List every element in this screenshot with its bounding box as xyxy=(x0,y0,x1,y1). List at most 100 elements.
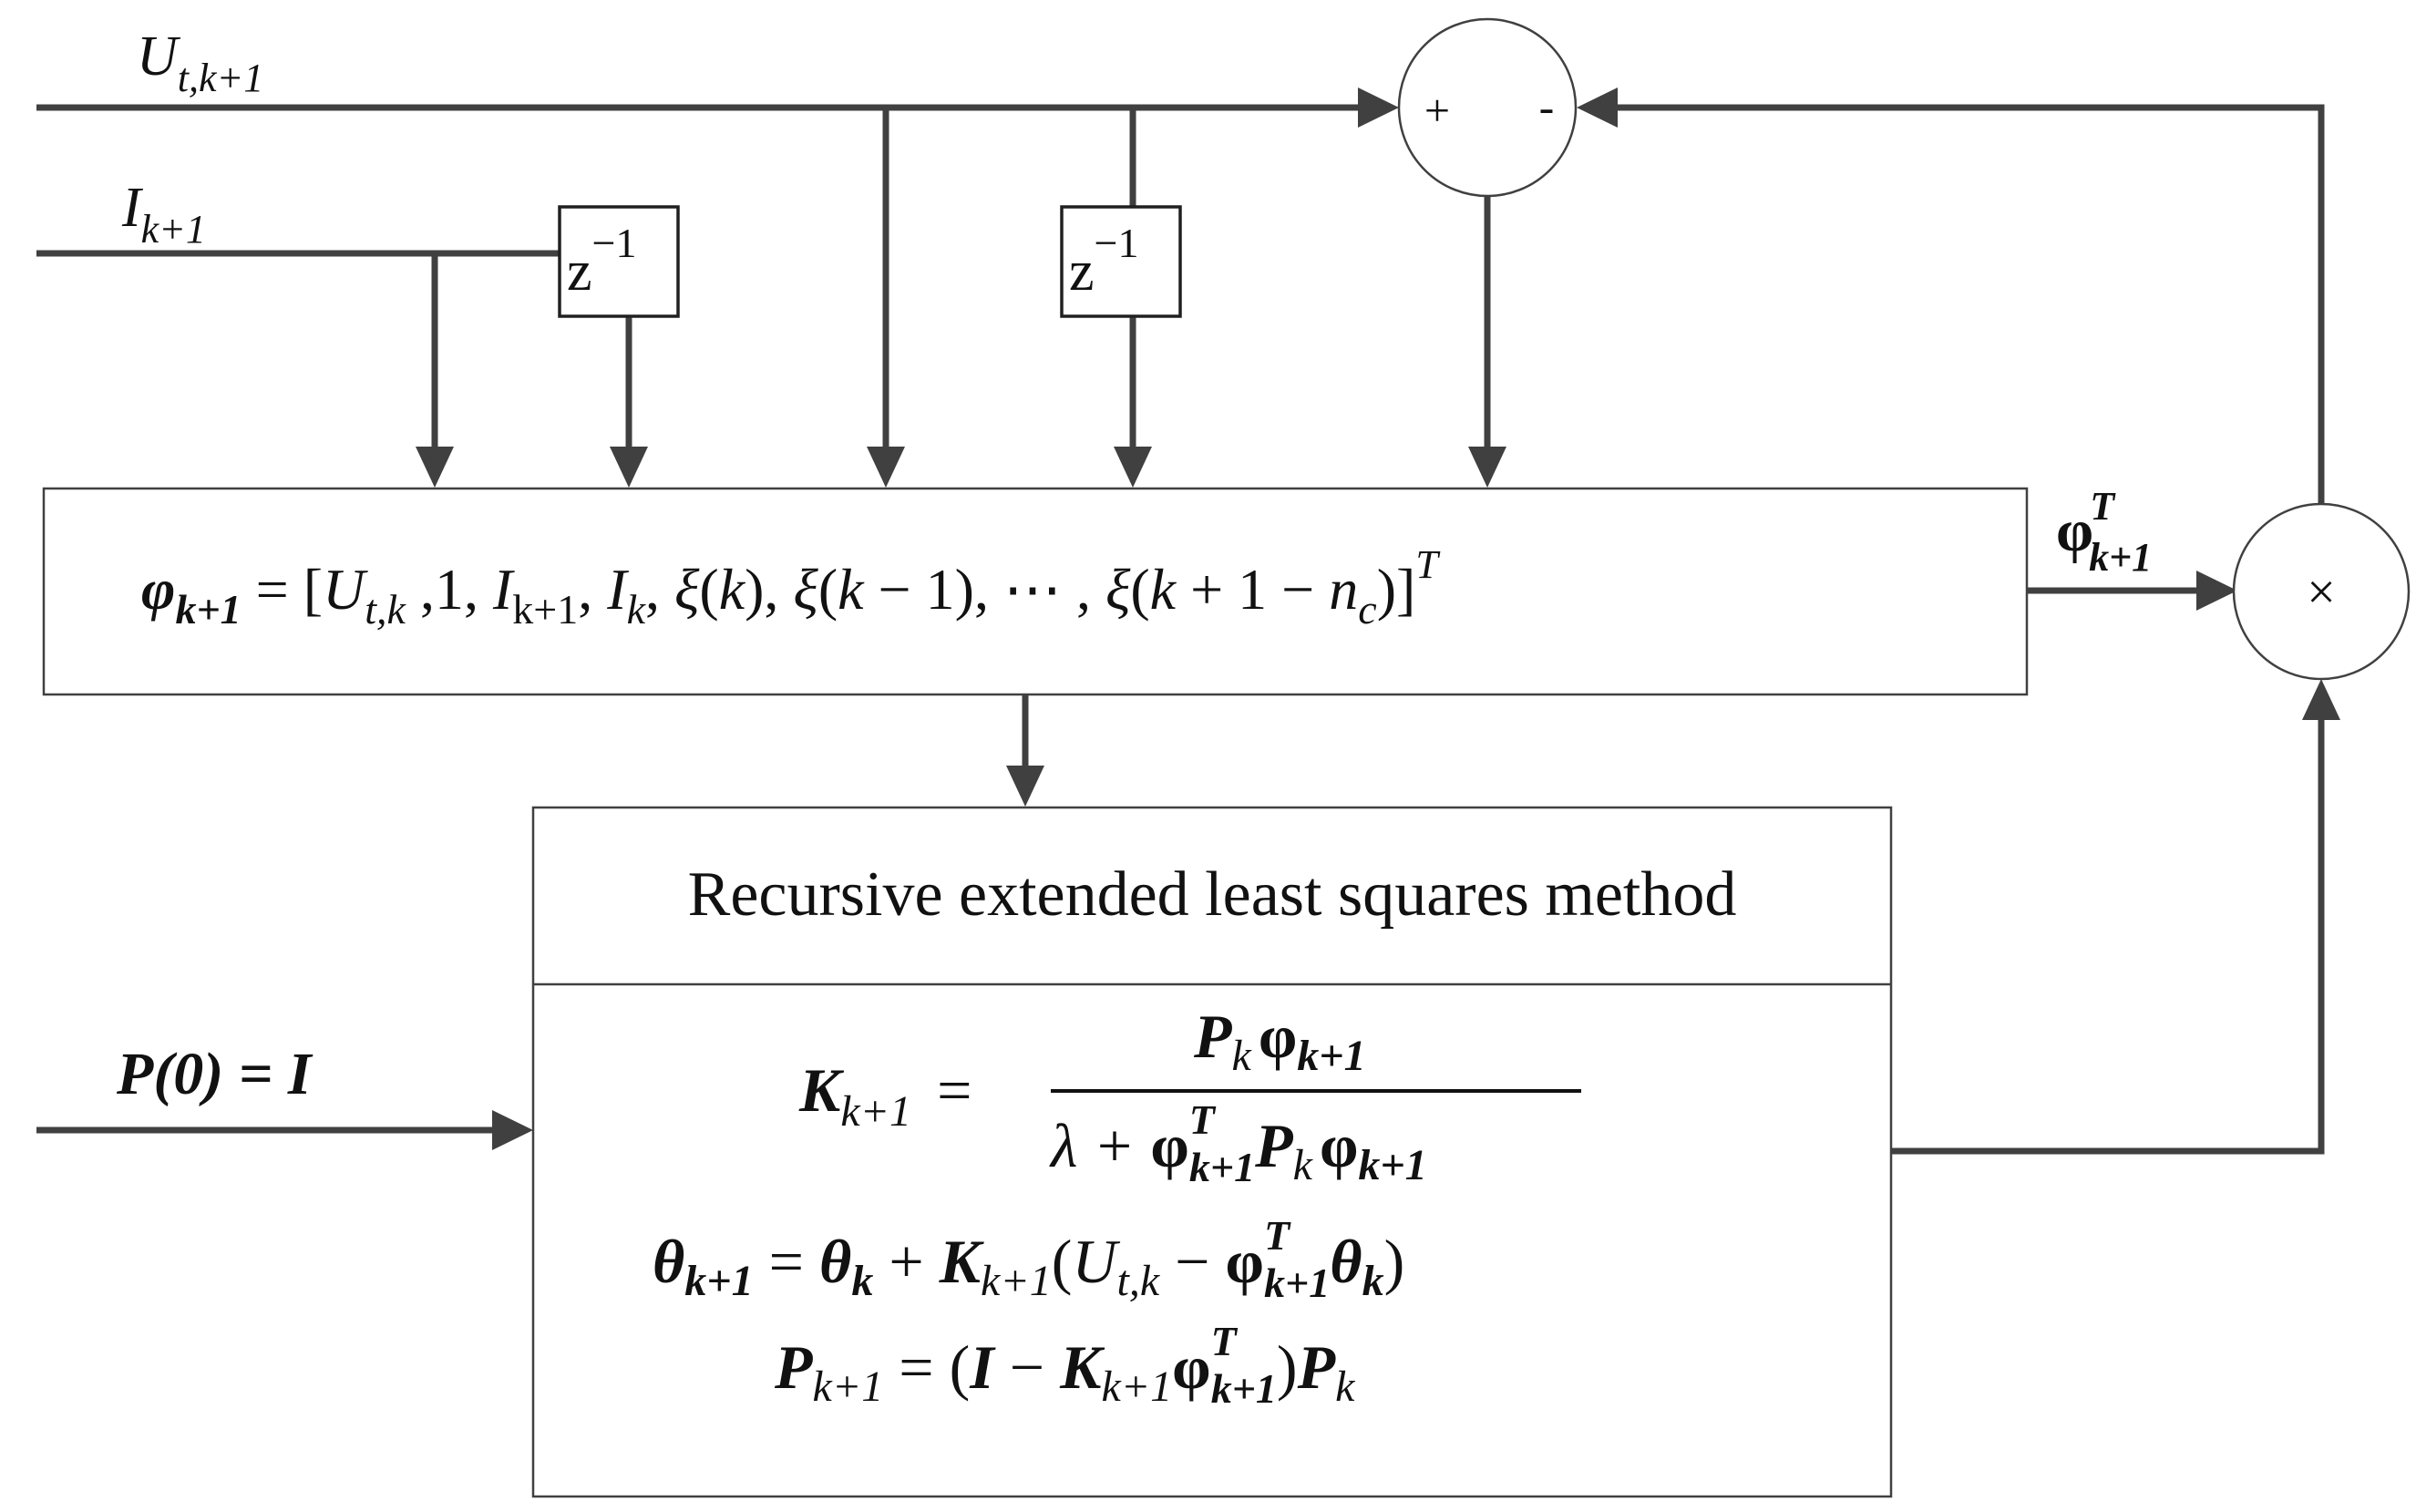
gain-den-phi-sub: k+1 xyxy=(1189,1144,1255,1190)
regressor-rhs-part-16: k xyxy=(838,557,865,622)
delay1-out-arrowhead xyxy=(610,447,648,488)
phi-t-sub: k+1 xyxy=(2089,535,2152,580)
gain-lhs-sub: k+1 xyxy=(840,1087,911,1136)
regressor-rhs-part-21: + 1 − xyxy=(1176,557,1329,622)
method-box xyxy=(531,806,1893,1498)
gain-den-phi-sup: T xyxy=(1189,1096,1217,1143)
gain-num-p: P xyxy=(1193,1002,1232,1071)
feedback-to-sum-arrowhead xyxy=(1577,87,1618,128)
regressor-lhs-sub: k+1 xyxy=(175,586,241,633)
regressor-rhs-part-25: T xyxy=(1415,542,1441,587)
gain-den-phi2: φ xyxy=(1320,1111,1358,1180)
u-drop-arrowhead xyxy=(867,447,905,488)
i-input-label: Ik+1 xyxy=(121,177,206,252)
p0-input-arrowhead xyxy=(492,1110,533,1150)
theta-update-minus: − xyxy=(1159,1227,1225,1296)
regressor-rhs-part-17: − 1), ⋯ , xyxy=(864,557,1105,622)
theta-update-theta-k: θ xyxy=(819,1227,851,1296)
gain-den-phi: φ xyxy=(1150,1111,1188,1180)
delay2-out-arrowhead xyxy=(1114,447,1152,488)
i-input-label-sub: k+1 xyxy=(141,207,206,252)
sum-out-arrowhead xyxy=(1468,447,1506,488)
phi-t-sup: T xyxy=(2090,484,2116,529)
regressor-to-mult-arrowhead xyxy=(2196,571,2237,611)
theta-update-paren-close: ) xyxy=(1384,1227,1405,1296)
gain-eq-sign: = xyxy=(937,1055,972,1125)
delay-2-sup: −1 xyxy=(1095,220,1139,266)
regressor-rhs-part-6: , xyxy=(578,557,607,622)
theta-update-k: K xyxy=(939,1227,985,1296)
mult-feedback-line xyxy=(1618,104,2325,504)
regressor-rhs-part-0: [ xyxy=(303,557,323,622)
regressor-lhs: φ xyxy=(141,557,175,622)
p-update-eq: = ( xyxy=(883,1332,970,1402)
gain-den-p: P xyxy=(1254,1111,1293,1180)
regressor-rhs-part-5: k+1 xyxy=(512,586,578,633)
regressor-rhs-part-11: ( xyxy=(699,557,718,622)
p-update-p-sub: k xyxy=(1335,1363,1356,1411)
delay-1-sup: −1 xyxy=(592,220,637,266)
method-to-mult-arrowhead xyxy=(2302,679,2340,720)
multiplier-junction xyxy=(2232,502,2411,681)
gain-num-phi-sub: k+1 xyxy=(1297,1032,1365,1080)
method-title: Recursive extended least squares method xyxy=(688,859,1737,930)
regressor-rhs-part-22: n xyxy=(1329,557,1358,622)
method-to-mult-line xyxy=(1891,720,2325,1155)
gain-den-phi2-sub: k+1 xyxy=(1358,1141,1426,1189)
p-update-i: I xyxy=(969,1332,996,1402)
p-update-paren-close: ) xyxy=(1277,1332,1298,1402)
regressor-rhs-part-23: c xyxy=(1358,586,1376,633)
p-update-phi: φ xyxy=(1172,1332,1210,1402)
regressor-box xyxy=(42,487,2029,696)
sum-plus-sign: + xyxy=(1424,85,1450,136)
theta-update-paren-open: ( xyxy=(1052,1227,1073,1296)
theta-update-phi-sup: T xyxy=(1264,1212,1291,1259)
theta-update-u: U xyxy=(1072,1227,1120,1296)
regressor-rhs-part-3: ,1, xyxy=(406,557,493,622)
delay-2-base: z xyxy=(1069,241,1095,303)
theta-update-lhs-sub: k+1 xyxy=(684,1257,753,1305)
theta-update-eq: = xyxy=(754,1227,819,1296)
delay-1-base: z xyxy=(567,241,592,303)
p-update-minus: − xyxy=(994,1332,1060,1402)
theta-update-phi-sub: k+1 xyxy=(1264,1260,1330,1306)
i-drop-arrowhead xyxy=(416,447,454,488)
regressor-rhs-part-14: ξ xyxy=(793,557,818,622)
theta-update-lhs: θ xyxy=(653,1227,684,1296)
regressor-rhs-part-10: ξ xyxy=(674,557,700,622)
theta-update-plus: + xyxy=(873,1227,939,1296)
u-to-sum-arrowhead xyxy=(1358,87,1399,128)
u-input-label-base: U xyxy=(137,26,181,87)
regressor-to-method-arrowhead xyxy=(1006,766,1044,807)
regressor-rhs-part-2: t,k xyxy=(365,586,406,633)
gain-num-p-sub: k xyxy=(1232,1032,1253,1080)
theta-update-theta-k-sub: k xyxy=(851,1257,873,1305)
theta-update-k-sub: k+1 xyxy=(981,1257,1052,1305)
summing-junction xyxy=(1397,17,1578,198)
p-update-phi-sup: T xyxy=(1211,1318,1239,1364)
gain-lhs-base: K xyxy=(798,1055,845,1125)
gain-den-p-sub: k xyxy=(1293,1141,1314,1189)
theta-update-theta2-sub: k xyxy=(1362,1257,1384,1305)
p0-label: P(0) = I xyxy=(116,1041,314,1107)
regressor-rhs-part-7: I xyxy=(606,557,629,622)
regressor-rhs-part-12: k xyxy=(719,557,746,622)
regressor-rhs-part-18: ξ xyxy=(1105,557,1131,622)
regressor-rhs-part-4: I xyxy=(492,557,515,622)
regressor-rhs-part-1: U xyxy=(323,557,368,622)
regressor-rhs-part-15: ( xyxy=(818,557,838,622)
i-input-label-base: I xyxy=(121,177,144,239)
theta-update-phi: φ xyxy=(1226,1227,1264,1296)
p-update-k-sub: k+1 xyxy=(1101,1363,1172,1411)
gain-lhs: Kk+1 = xyxy=(798,1055,972,1136)
regressor-eq-sign: = xyxy=(242,557,303,622)
regressor-rhs-part-8: k xyxy=(627,586,647,633)
p-update-phi-sub: k+1 xyxy=(1211,1365,1277,1412)
regressor-rhs-part-13: ), xyxy=(745,557,793,622)
u-input-label: Ut,k+1 xyxy=(137,26,263,100)
sum-minus-sign: - xyxy=(1539,81,1555,132)
delay-box-2 xyxy=(1060,205,1182,318)
